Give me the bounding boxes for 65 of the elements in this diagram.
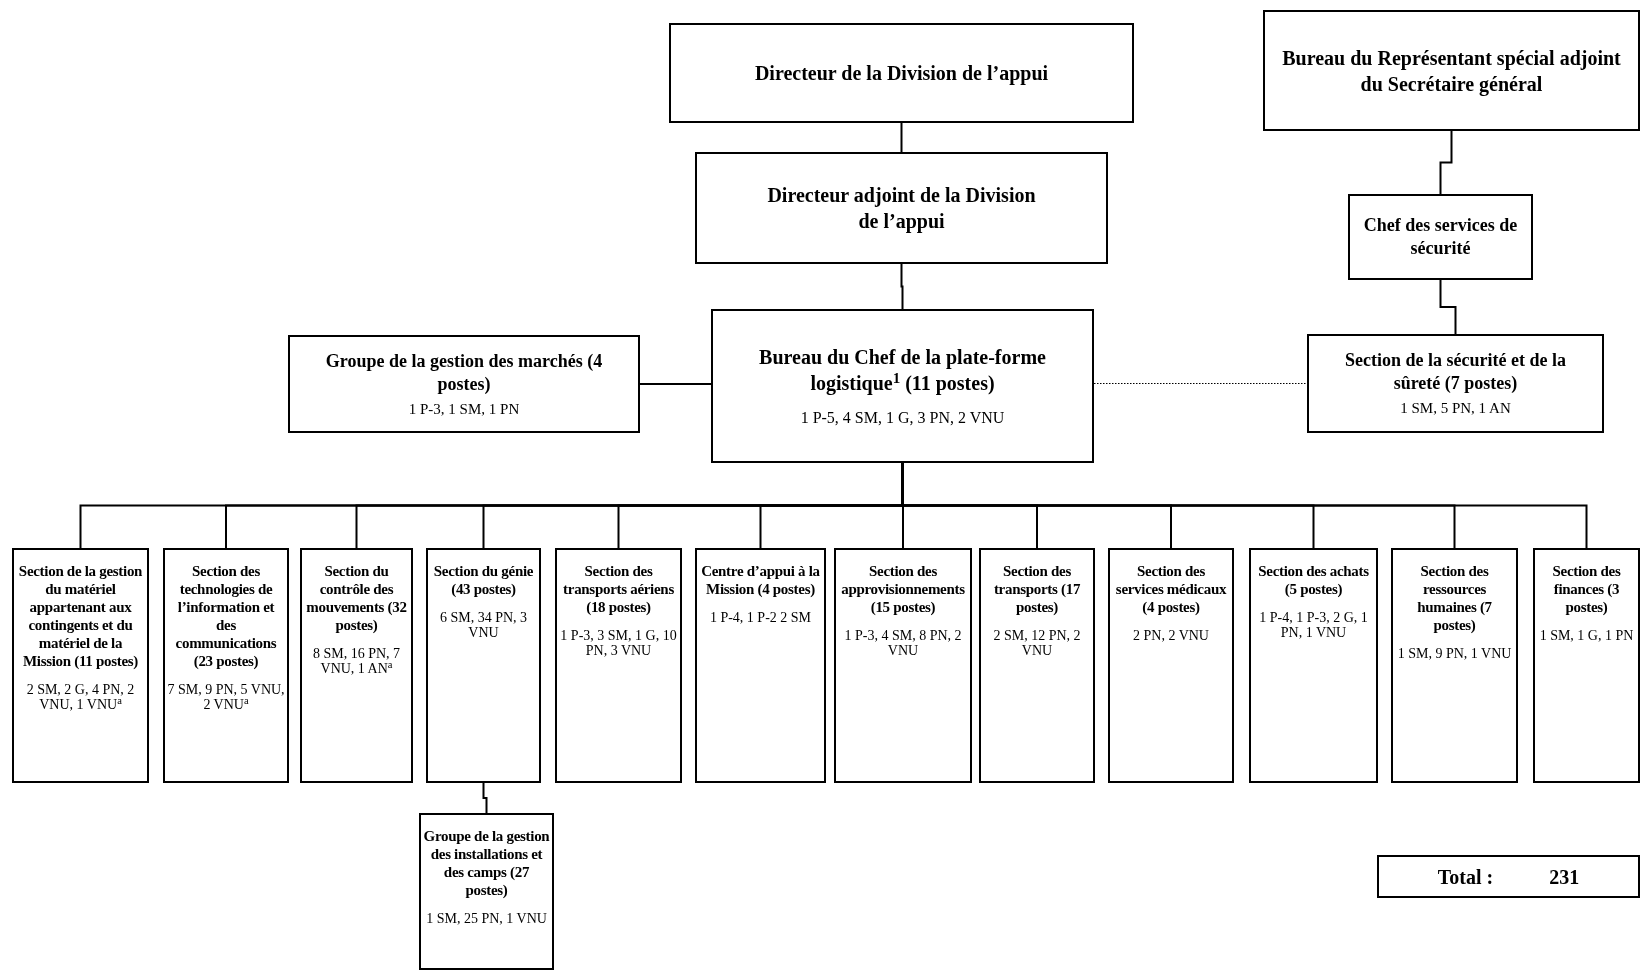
org-box	[555, 548, 682, 783]
staffing-text: 2 SM, 2 G, 4 PN, 2 VNU, 1 VNU$^{a}$	[25, 682, 136, 712]
org-box	[288, 335, 640, 433]
org-box	[695, 548, 826, 783]
staffing-text: 1 SM, 5 PN, 1 AN	[1400, 399, 1511, 418]
unit-title: Groupe de la gestion des installations et des camps (27 postes)	[423, 827, 550, 899]
unit-title: Section du génie (43 postes)	[432, 562, 535, 598]
unit-title: Directeur de la Division de l’appui	[754, 61, 1049, 86]
org-box	[163, 548, 289, 783]
org-box	[1263, 10, 1640, 131]
staffing-text: 7 SM, 9 PN, 5 VNU, 2 VNU$^{a}$	[167, 682, 285, 712]
unit-title: Section des technologies de l’information et des communications (23 postes)	[174, 562, 278, 670]
staffing-text: 6 SM, 34 PN, 3 VNU	[438, 610, 529, 640]
connector-line	[639, 383, 712, 385]
unit-title: Section des services médicaux (4 postes)	[1114, 562, 1228, 616]
unit-title: Section de la gestion du matériel appartenant aux contingents et du matériel de la Mission (11 postes)	[17, 562, 144, 670]
org-box	[1307, 334, 1604, 433]
org-box	[1108, 548, 1234, 783]
unit-title: Section des finances (3 postes)	[1551, 562, 1622, 616]
org-box	[300, 548, 413, 783]
org-box	[1249, 548, 1378, 783]
connector-line	[900, 263, 904, 310]
staffing-text: 2 PN, 2 VNU	[1133, 628, 1209, 643]
staffing-text: 1 SM, 25 PN, 1 VNU	[426, 911, 547, 926]
org-box	[1391, 548, 1518, 783]
staffing-text: 231	[1549, 864, 1580, 889]
unit-title: Bureau du Représentant spécial adjoint du Secrétaire général	[1281, 45, 1622, 97]
unit-title: Directeur adjoint de la Division de l’appui	[766, 183, 1037, 234]
connector-line	[1439, 279, 1457, 335]
staffing-text: 1 P-3, 4 SM, 8 PN, 2 VNU	[843, 628, 963, 658]
unit-title: Centre d’appui à la Mission (4 postes)	[700, 562, 821, 598]
staffing-text: 1 P-5, 4 SM, 1 G, 3 PN, 2 VNU	[800, 408, 1005, 428]
org-box	[1377, 855, 1640, 898]
connector-line	[482, 782, 488, 814]
staffing-text: 2 SM, 12 PN, 2 VNU	[992, 628, 1082, 658]
org-box	[419, 813, 554, 970]
org-box	[669, 23, 1134, 123]
connector-line	[1439, 130, 1453, 195]
org-box	[979, 548, 1095, 783]
org-box	[1348, 194, 1533, 280]
org-box	[1533, 548, 1640, 783]
staffing-text: 1 P-4, 1 P-2 2 SM	[709, 610, 812, 625]
staffing-text: 1 P-3, 1 SM, 1 PN	[408, 399, 520, 419]
org-box	[834, 548, 972, 783]
staffing-text: 1 P-3, 3 SM, 1 G, 10 PN, 3 VNU	[559, 628, 678, 658]
connector-line	[900, 122, 903, 153]
org-box	[711, 309, 1094, 463]
unit-title: Section des ressources humaines (7 postes)	[1416, 562, 1493, 634]
org-box	[426, 548, 541, 783]
unit-title: Section du contrôle des mouvements (32 postes)	[305, 562, 408, 634]
unit-title: Bureau du Chef de la plate-forme logistique$^{1}$ (11 postes)	[758, 345, 1047, 396]
org-box	[695, 152, 1108, 264]
unit-title: Groupe de la gestion des marchés (4 postes)	[324, 349, 604, 396]
staffing-text: 1 P-4, 1 P-3, 2 G, 1 PN, 1 VNU	[1258, 610, 1369, 640]
unit-title: Section de la sécurité et de la sûreté (7 postes)	[1344, 349, 1567, 395]
unit-title: Chef des services de sécurité	[1362, 214, 1519, 260]
org-box	[12, 548, 149, 783]
unit-title: Section des approvisionnements (15 postes)	[840, 562, 966, 616]
staffing-text: 1 SM, 1 G, 1 PN	[1539, 628, 1634, 643]
unit-title: Section des transports (17 postes)	[992, 562, 1082, 616]
unit-title: Total :	[1437, 864, 1494, 889]
unit-title: Section des transports aériens (18 postes)	[562, 562, 675, 616]
unit-title: Section des achats (5 postes)	[1257, 562, 1370, 598]
staffing-text: 1 SM, 9 PN, 1 VNU	[1397, 646, 1512, 661]
staffing-text: 8 SM, 16 PN, 7 VNU, 1 AN$^{a}$	[311, 646, 402, 676]
